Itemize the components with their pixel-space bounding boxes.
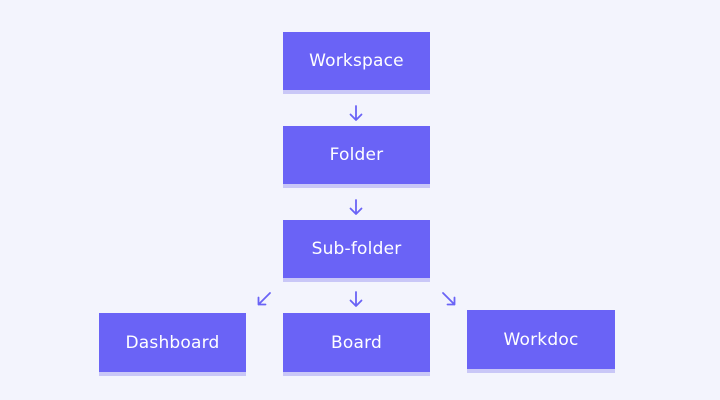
node-subfolder: Sub-folder [283, 220, 430, 278]
node-dashboard-label: Dashboard [125, 332, 220, 353]
node-board-label: Board [331, 332, 382, 353]
node-board: Board [283, 313, 430, 372]
node-workspace: Workspace [283, 32, 430, 90]
node-workdoc-label: Workdoc [503, 329, 579, 350]
arrow-down-left-icon [257, 292, 271, 306]
arrow-down-icon [349, 291, 363, 307]
node-dashboard: Dashboard [99, 313, 246, 372]
node-workspace-label: Workspace [309, 51, 404, 71]
node-folder: Folder [283, 126, 430, 184]
node-folder-label: Folder [329, 145, 384, 165]
node-subfolder-label: Sub-folder [311, 239, 402, 259]
arrow-down-icon [349, 105, 363, 121]
node-workdoc: Workdoc [467, 310, 615, 369]
arrow-down-icon [349, 199, 363, 215]
arrow-down-right-icon [442, 292, 456, 306]
